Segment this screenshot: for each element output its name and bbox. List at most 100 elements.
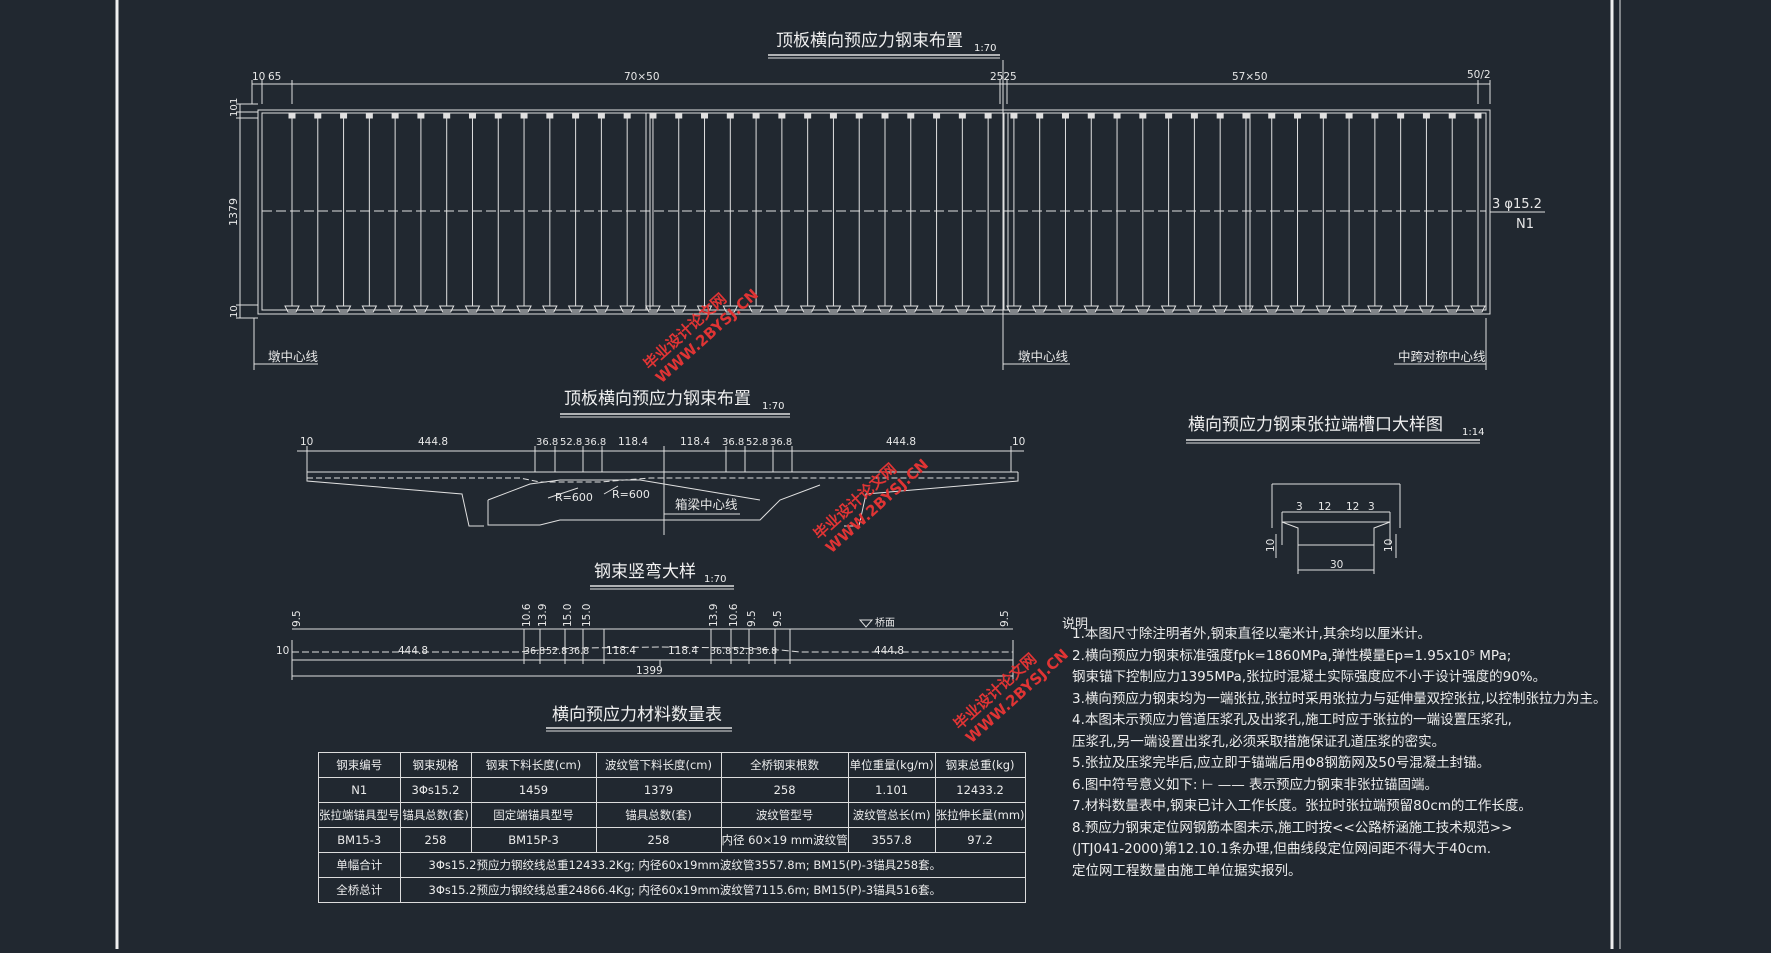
note-line: 5.张拉及压浆完毕后,应立即于锚端后用Φ8钢筋网及50号混凝土封锚。 bbox=[1072, 755, 1491, 771]
note-line: 7.材料数量表中,钢束已计入工作长度。张拉时张拉端预留80cm的工作长度。 bbox=[1072, 798, 1532, 814]
note-line: 钢束锚下控制应力1395MPa,张拉时混凝土实际强度应不小于设计强度的90%。 bbox=[1072, 669, 1547, 685]
tendon-anchor-top bbox=[597, 113, 605, 119]
bend-dim-v-1: 9.5 bbox=[291, 610, 303, 627]
tendon-anchor-top bbox=[288, 113, 296, 119]
tendon-anchor-pocket bbox=[516, 305, 532, 313]
bend-dim-h-444-right: 444.8 bbox=[874, 645, 904, 657]
note-line: 6.图中符号意义如下: ⊢ —— 表示预应力钢束非张拉锚固端。 bbox=[1072, 776, 1439, 793]
section-title-scale: 1:70 bbox=[762, 401, 784, 412]
tendon-anchor-pocket bbox=[1186, 305, 1203, 313]
plan-dim-50-2: 50/2 bbox=[1467, 69, 1491, 81]
tendon-anchor-top bbox=[1036, 113, 1044, 119]
table-cell: 钢束编号 bbox=[318, 752, 401, 778]
plan-tendon-layout bbox=[257, 109, 1491, 315]
bend-dim-h-36-a: 36.8 bbox=[524, 646, 545, 657]
table-cell: 内径 60×19 mm波纹管 bbox=[720, 827, 849, 853]
table-cell: 钢束总重(kg) bbox=[934, 752, 1026, 778]
detail-dim-12-left: 12 bbox=[1318, 501, 1331, 513]
material-quantity-table: 钢束编号 钢束规格 钢束下料长度(cm) 波纹管下料长度(cm) 全桥钢束根数 … bbox=[318, 752, 1026, 903]
tendon-anchor-pocket bbox=[1083, 305, 1100, 313]
bend-dim-h-118-left: 118.4 bbox=[606, 645, 636, 657]
pier-centerline-label-2: 墩中心线 bbox=[1018, 349, 1069, 364]
tendon-anchor-top bbox=[1397, 113, 1405, 119]
table-cell: 全桥钢束根数 bbox=[720, 752, 849, 778]
tendon-anchor-top bbox=[494, 113, 502, 119]
plan-dim-70x50: 70×50 bbox=[624, 71, 660, 83]
tendon-anchor-top bbox=[933, 113, 941, 119]
tendon-anchor-top bbox=[314, 113, 322, 119]
plan-title-scale: 1:70 bbox=[974, 43, 996, 54]
tendon-anchor-top bbox=[1061, 113, 1069, 119]
table-cell: 钢束规格 bbox=[399, 752, 472, 778]
tendon-anchor-pocket bbox=[413, 305, 429, 313]
tendon-anchor-pocket bbox=[284, 305, 300, 313]
bend-profile bbox=[291, 628, 1014, 680]
section-radius-2: R=600 bbox=[612, 488, 650, 501]
tendon-anchor-top bbox=[984, 113, 992, 119]
table-cell: 波纹管总长(m) bbox=[847, 802, 936, 828]
table-cell: 波纹管型号 bbox=[720, 802, 849, 828]
bend-dim-h-444-left: 444.8 bbox=[398, 645, 428, 657]
plan-left-dimension-line bbox=[236, 103, 258, 319]
plan-dim-left-1: 1 bbox=[229, 98, 240, 104]
table-cell: 单幅合计 bbox=[318, 852, 401, 878]
tendon-anchor-top bbox=[443, 113, 451, 119]
table-cell: 12433.2 bbox=[934, 777, 1026, 803]
tendon-anchor-top bbox=[1010, 113, 1018, 119]
tendon-anchor-top bbox=[1319, 113, 1327, 119]
tendon-anchor-top bbox=[1216, 113, 1224, 119]
bend-dim-v-9: 9.5 bbox=[746, 610, 758, 627]
tendon-anchor-pocket bbox=[490, 305, 507, 313]
detail-dim-10-left: 10 bbox=[1265, 539, 1277, 552]
bend-dim-v-5: 15.0 bbox=[562, 604, 574, 627]
tendon-anchor-pocket bbox=[645, 305, 661, 313]
tendon-anchor-pocket bbox=[1470, 305, 1486, 313]
table-cell: 波纹管下料长度(cm) bbox=[595, 752, 722, 778]
tendon-anchor-top bbox=[752, 113, 760, 119]
tendon-anchor-top bbox=[1113, 113, 1121, 119]
box-girder-section bbox=[306, 471, 1019, 535]
tendon-anchor-pocket bbox=[619, 305, 635, 313]
bend-title: 钢束竖弯大样 bbox=[594, 562, 696, 582]
tendon-anchor-top bbox=[958, 113, 966, 119]
table-cell: 3Φs15.2 bbox=[399, 777, 472, 803]
detail-dim-10-right: 10 bbox=[1383, 539, 1395, 552]
tendon-anchor-pocket bbox=[825, 305, 842, 313]
section-dim-36-a: 36.8 bbox=[536, 437, 558, 448]
tendon-anchor-top bbox=[572, 113, 580, 119]
tendon-anchor-top bbox=[1190, 113, 1198, 119]
tendon-anchor-pocket bbox=[1289, 305, 1306, 313]
section-dim-10-right: 10 bbox=[1012, 436, 1025, 448]
table-cell: BM15-3 bbox=[318, 827, 401, 853]
tendon-anchor-pocket bbox=[696, 305, 713, 313]
tendon-anchor-top bbox=[907, 113, 915, 119]
section-dim-444-left: 444.8 bbox=[418, 436, 448, 448]
note-line: (JTJ041-2000)第12.10.1条办理,但曲线段定位网间距不得大于40… bbox=[1072, 841, 1492, 857]
section-dimension-line bbox=[297, 446, 1024, 472]
section-title: 顶板横向预应力钢束布置 bbox=[564, 389, 751, 409]
tendon-anchor-pocket bbox=[567, 305, 584, 313]
tendon-anchor-pocket bbox=[928, 305, 945, 313]
note-line: 2.横向预应力钢束标准强度fpk=1860MPa,弹性模量Ep=1.95x10⁵… bbox=[1072, 647, 1512, 664]
table-cell: 3Φs15.2预应力钢绞线总重12433.2Kg; 内径60x19mm波纹管35… bbox=[399, 852, 1026, 878]
detail-dim-3-left: 3 bbox=[1296, 501, 1303, 513]
tendon-anchor-pocket bbox=[670, 305, 687, 313]
bend-dim-h-118-right: 118.4 bbox=[668, 645, 698, 657]
section-dim-10-left: 10 bbox=[300, 436, 313, 448]
tendon-anchor-top bbox=[1165, 113, 1173, 119]
tendon-anchor-top bbox=[1268, 113, 1276, 119]
tendon-anchor-pocket bbox=[799, 305, 816, 313]
note-line: 8.预应力钢束定位网钢筋本图未示,施工时按<<公路桥涵施工技术规范>> bbox=[1072, 819, 1513, 836]
tendon-anchor-pocket bbox=[748, 305, 764, 313]
tendon-anchor-pocket bbox=[438, 305, 455, 313]
table-cell: 97.2 bbox=[934, 827, 1026, 853]
table-row: BM15-3 258 BM15P-3 258 内径 60×19 mm波纹管 35… bbox=[318, 827, 1026, 853]
tendon-anchor-top bbox=[468, 113, 476, 119]
tendon-anchor-pocket bbox=[361, 305, 378, 313]
radius-leader-2 bbox=[603, 485, 619, 495]
table-title: 横向预应力材料数量表 bbox=[552, 705, 722, 725]
plan-dim-65: 65 bbox=[268, 71, 281, 83]
tendon-anchor-top bbox=[649, 113, 657, 119]
section-dim-36-d: 36.8 bbox=[770, 437, 792, 448]
table-row: 钢束编号 钢束规格 钢束下料长度(cm) 波纹管下料长度(cm) 全桥钢束根数 … bbox=[318, 752, 1026, 778]
